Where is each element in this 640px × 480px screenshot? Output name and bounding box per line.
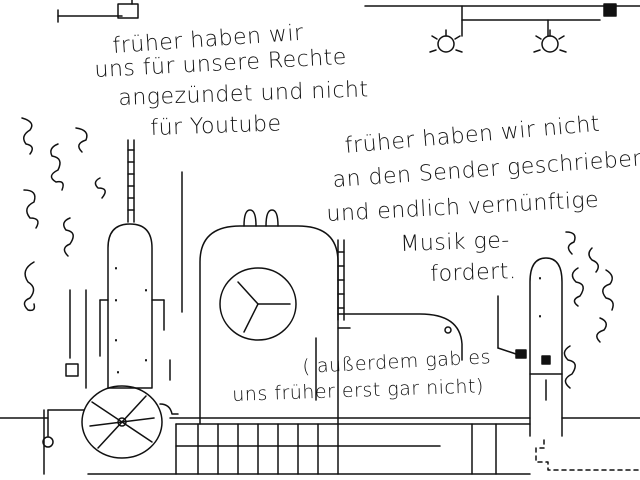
smoke-curls-right: [563, 231, 614, 389]
caption-left-line-4: für Youtube: [149, 111, 282, 141]
smoke-curls-left: [21, 117, 106, 312]
rocket-icon: [497, 257, 640, 471]
caption-right-line-5: fordert.: [429, 258, 517, 287]
ceiling-lamp-icon: [429, 29, 463, 53]
floor: [0, 409, 640, 475]
boiler-machine: [199, 209, 463, 425]
big-wheel-icon: [42, 385, 179, 459]
tall-tank: [65, 223, 171, 389]
caption-right-line-4: Musik ge-: [399, 228, 511, 257]
ceiling-lamp-icon: [533, 29, 567, 53]
ceiling-rail: [57, 0, 640, 37]
ladder-left: [127, 139, 135, 223]
